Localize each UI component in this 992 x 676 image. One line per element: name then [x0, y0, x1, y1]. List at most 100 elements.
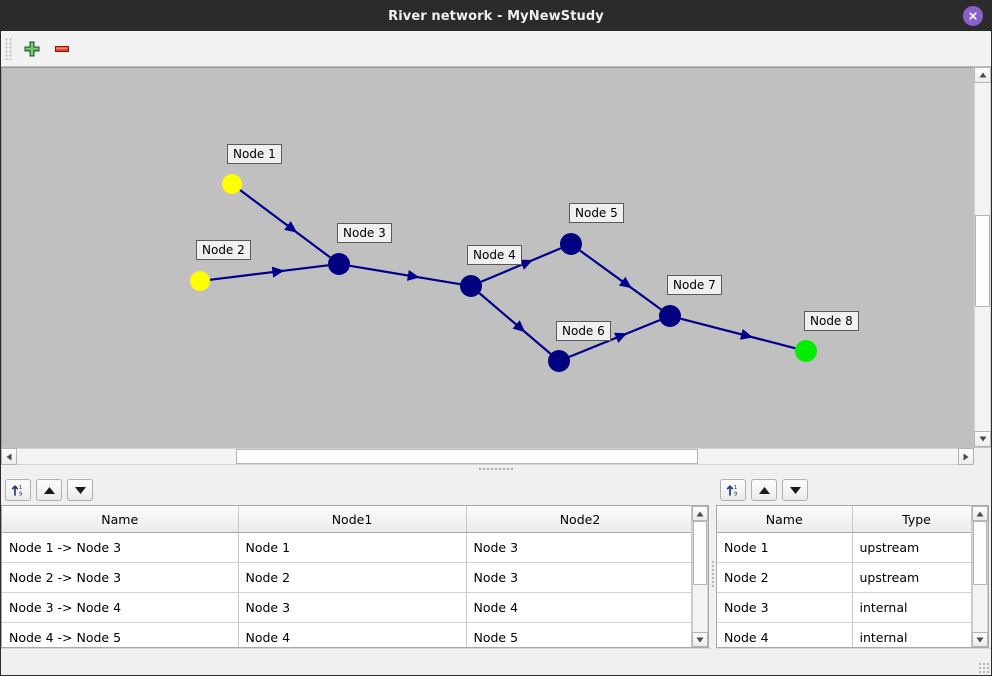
svg-text:9: 9 — [19, 492, 22, 498]
branches-column-header-0[interactable]: Name — [2, 506, 238, 533]
edge-arrow-icon — [619, 277, 632, 289]
nodes-cell-r2-c1[interactable]: internal — [852, 593, 971, 623]
nodes-cell-r1-c1[interactable]: upstream — [852, 563, 971, 593]
window-resize-grip-icon[interactable] — [979, 663, 989, 673]
nodes-vscroll-track[interactable] — [972, 521, 988, 632]
nodes-cell-r0-c0[interactable]: Node 1 — [717, 533, 852, 563]
nodes-cell-r3-c1[interactable]: internal — [852, 623, 971, 648]
node-node1[interactable] — [222, 174, 242, 194]
node-node4[interactable] — [460, 275, 482, 297]
branches-table-row[interactable]: Node 3 -> Node 4Node 3Node 4 — [2, 593, 691, 623]
nodes-cell-r2-c0[interactable]: Node 3 — [717, 593, 852, 623]
nodes-column-header-0[interactable]: Name — [717, 506, 852, 533]
nodes-table-scrollarea[interactable]: NameType Node 1upstreamNode 2upstreamNod… — [717, 506, 971, 647]
branches-move-down-button[interactable] — [67, 479, 93, 501]
nodes-cell-r3-c0[interactable]: Node 4 — [717, 623, 852, 648]
branches-table-row[interactable]: Node 4 -> Node 5Node 4Node 5 — [2, 623, 691, 648]
edge-Node2-to-Node3[interactable] — [210, 265, 328, 279]
nodes-scroll-down-arrow-icon[interactable] — [972, 632, 988, 647]
node-node6[interactable] — [548, 350, 570, 372]
node-node2[interactable] — [190, 271, 210, 291]
branches-cell-r1-c2[interactable]: Node 3 — [466, 563, 691, 593]
nodes-toolbar: 1 9 — [716, 475, 991, 505]
branches-table-row[interactable]: Node 1 -> Node 3Node 1Node 3 — [2, 533, 691, 563]
nodes-move-up-button[interactable] — [751, 479, 777, 501]
node-node7[interactable] — [659, 305, 681, 327]
splitter-grip-icon — [479, 468, 513, 472]
nodes-move-down-button[interactable] — [782, 479, 808, 501]
scroll-right-arrow-icon[interactable] — [958, 448, 974, 465]
node-label-node4[interactable]: Node 4 — [467, 245, 522, 265]
scroll-up-arrow-icon[interactable] — [974, 67, 991, 83]
branches-cell-r3-c0[interactable]: Node 4 -> Node 5 — [2, 623, 238, 648]
canvas-hscroll-thumb[interactable] — [236, 449, 698, 464]
node-node5[interactable] — [560, 233, 582, 255]
close-icon[interactable] — [963, 6, 983, 26]
nodes-vscroll-thumb[interactable] — [973, 521, 987, 585]
branches-column-header-2[interactable]: Node2 — [466, 506, 691, 533]
canvas-vscroll-track[interactable] — [974, 83, 991, 431]
node-label-node3[interactable]: Node 3 — [337, 223, 392, 243]
nodes-cell-r0-c1[interactable]: upstream — [852, 533, 971, 563]
nodes-table-row[interactable]: Node 1upstream — [717, 533, 971, 563]
branches-cell-r2-c1[interactable]: Node 3 — [238, 593, 466, 623]
branches-scroll-down-arrow-icon[interactable] — [692, 632, 708, 647]
nodes-table-row[interactable]: Node 2upstream — [717, 563, 971, 593]
branches-cell-r3-c1[interactable]: Node 4 — [238, 623, 466, 648]
branches-table-row[interactable]: Node 2 -> Node 3Node 2Node 3 — [2, 563, 691, 593]
node-node8[interactable] — [795, 340, 817, 362]
nodes-vertical-scrollbar[interactable] — [971, 506, 988, 647]
edge-Node1-to-Node3[interactable] — [240, 190, 330, 257]
branches-cell-r1-c1[interactable]: Node 2 — [238, 563, 466, 593]
nodes-cell-r1-c0[interactable]: Node 2 — [717, 563, 852, 593]
branches-vscroll-thumb[interactable] — [693, 521, 707, 585]
toolbar-drag-handle[interactable] — [5, 38, 13, 60]
branches-cell-r3-c2[interactable]: Node 5 — [466, 623, 691, 648]
branches-cell-r2-c0[interactable]: Node 3 -> Node 4 — [2, 593, 238, 623]
canvas-vertical-scrollbar[interactable] — [973, 67, 991, 447]
canvas-hscroll-track[interactable] — [17, 448, 958, 465]
horizontal-splitter[interactable] — [1, 465, 991, 475]
nodes-table-row[interactable]: Node 3internal — [717, 593, 971, 623]
title-bar: River network - MyNewStudy — [1, 1, 991, 31]
remove-node-button[interactable] — [47, 34, 77, 64]
node-label-node6[interactable]: Node 6 — [556, 321, 611, 341]
nodes-sort-button[interactable]: 1 9 — [720, 479, 746, 501]
node-label-node2[interactable]: Node 2 — [196, 240, 251, 260]
canvas-horizontal-scrollbar[interactable] — [1, 447, 991, 465]
branches-sort-button[interactable]: 1 9 — [5, 479, 31, 501]
node-node3[interactable] — [328, 253, 350, 275]
scroll-left-arrow-icon[interactable] — [1, 448, 17, 465]
nodes-scroll-up-arrow-icon[interactable] — [972, 506, 988, 521]
node-label-node7[interactable]: Node 7 — [667, 275, 722, 295]
node-label-node1[interactable]: Node 1 — [227, 144, 282, 164]
edge-Node7-to-Node8[interactable] — [681, 319, 796, 349]
branches-column-header-1[interactable]: Node1 — [238, 506, 466, 533]
scroll-down-arrow-icon[interactable] — [974, 431, 991, 447]
branches-cell-r2-c2[interactable]: Node 4 — [466, 593, 691, 623]
nodes-table-row[interactable]: Node 4internal — [717, 623, 971, 648]
network-diagram[interactable]: Node 1 Node 2 Node 3 Node 4 Node 5 Node 6 Node… — [1, 67, 973, 447]
branches-cell-r0-c1[interactable]: Node 1 — [238, 533, 466, 563]
nodes-column-header-1[interactable]: Type — [852, 506, 971, 533]
branches-vertical-scrollbar[interactable] — [691, 506, 708, 647]
edge-Node5-to-Node7[interactable] — [580, 250, 661, 309]
canvas-vscroll-thumb[interactable] — [975, 215, 990, 307]
branches-scroll-up-arrow-icon[interactable] — [692, 506, 708, 521]
add-node-button[interactable] — [17, 34, 47, 64]
branches-table-scrollarea[interactable]: NameNode1Node2 Node 1 -> Node 3Node 1Nod… — [2, 506, 691, 647]
edge-Node3-to-Node4[interactable] — [350, 266, 460, 284]
branches-cell-r1-c0[interactable]: Node 2 -> Node 3 — [2, 563, 238, 593]
node-label-node5[interactable]: Node 5 — [569, 203, 624, 223]
branches-move-up-button[interactable] — [36, 479, 62, 501]
edge-Node4-to-Node6[interactable] — [479, 293, 550, 354]
branches-cell-r0-c2[interactable]: Node 3 — [466, 533, 691, 563]
branches-cell-r0-c0[interactable]: Node 1 -> Node 3 — [2, 533, 238, 563]
node-label-node8[interactable]: Node 8 — [804, 311, 859, 331]
branches-vscroll-track[interactable] — [692, 521, 708, 632]
nodes-body: Node 1upstreamNode 2upstreamNode 3intern… — [717, 533, 971, 648]
edge-arrow-icon — [272, 267, 285, 278]
edge-arrow-icon — [740, 329, 753, 340]
nodes-pane: 1 9 NameType Node 1upstreamNode 2upstre — [716, 475, 991, 675]
